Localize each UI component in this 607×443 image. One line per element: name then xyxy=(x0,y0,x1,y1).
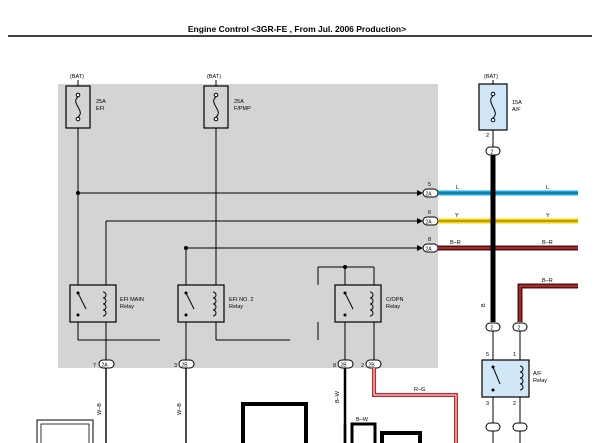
fuse-fpmp-name: F/PMP xyxy=(234,106,251,112)
fuse-af-pin: 2 xyxy=(486,133,489,139)
relay-efi-main: EFI MAIN Relay xyxy=(69,284,144,323)
junction-dots xyxy=(76,191,347,269)
svg-text:W–B: W–B xyxy=(97,403,103,415)
svg-text:B–W: B–W xyxy=(356,417,369,423)
fuse-efi-rating: 25A xyxy=(96,99,106,105)
wire-blue-l: L L xyxy=(438,185,578,196)
svg-text:2: 2 xyxy=(491,150,494,156)
relay-af-suffix: Relay xyxy=(533,378,547,384)
svg-text:8: 8 xyxy=(333,363,336,369)
wire-black-b: 2 B 2 xyxy=(481,130,501,332)
svg-text:R–G: R–G xyxy=(414,387,425,393)
fuse-af: (BAT) 15A A/F 2 xyxy=(478,74,522,139)
svg-text:7: 7 xyxy=(93,363,96,369)
svg-text:8: 8 xyxy=(428,237,431,243)
fuse-af-rating: 15A xyxy=(512,100,522,106)
relay-copn-suffix: Relay xyxy=(386,304,400,310)
relay-efi-main-suffix: Relay xyxy=(120,304,134,310)
svg-text:B: B xyxy=(481,303,487,307)
fuse-efi: (BAT) 25A EFI xyxy=(65,74,106,129)
svg-text:2A: 2A xyxy=(426,247,433,253)
diagram-title: Engine Control <3GR-FE , From Jul. 2006 … xyxy=(188,24,406,34)
relay-af: 5 1 A/F Relay 3 2 xyxy=(481,331,547,443)
connector-2b-pin8: 8 2B B–W xyxy=(333,359,354,443)
svg-text:B–R: B–R xyxy=(450,240,461,246)
svg-text:6: 6 xyxy=(428,210,431,216)
connector-2a-pin7: 7 2A W–B xyxy=(93,359,115,443)
component-outline-lower xyxy=(241,402,308,443)
svg-text:5: 5 xyxy=(428,182,431,188)
relay-copn: C/OPN Relay xyxy=(334,284,403,323)
svg-text:W–B: W–B xyxy=(177,403,183,415)
component-lower-left xyxy=(36,419,94,443)
fuse-fpmp-supply: (BAT) xyxy=(207,74,221,80)
relay-efi-no2: EFI NO. 2 Relay xyxy=(177,284,253,323)
junction-block-panel xyxy=(58,84,438,368)
wire-black-red-2: B–R 2 xyxy=(512,278,578,332)
relay-af-name: A/F xyxy=(533,371,542,377)
fuse-efi-supply: (BAT) xyxy=(70,74,84,80)
relay-efi-no2-suffix: Relay xyxy=(229,304,243,310)
wire-black-red: B–R B–R xyxy=(438,240,578,251)
svg-text:1: 1 xyxy=(513,352,516,358)
wire-red-green: R–G xyxy=(372,368,458,443)
svg-text:2B: 2B xyxy=(182,363,189,369)
panel-wiring xyxy=(77,128,420,360)
svg-text:B–W: B–W xyxy=(335,390,341,403)
svg-text:Y: Y xyxy=(546,213,550,219)
connector-2b-pin3: 3 2B W–B xyxy=(174,359,195,443)
connector-2a-pin5: 5 2A xyxy=(417,182,439,198)
svg-text:5: 5 xyxy=(486,352,489,358)
connector-2a-pin6: 6 2A xyxy=(417,210,439,226)
svg-text:2A: 2A xyxy=(102,363,109,369)
svg-text:L: L xyxy=(546,185,549,191)
svg-text:3: 3 xyxy=(174,363,177,369)
relay-efi-no2-name: EFI NO. 2 xyxy=(229,297,253,303)
fuse-efi-name: EFI xyxy=(96,106,105,112)
fuse-af-supply: (BAT) xyxy=(484,74,498,80)
svg-text:2A: 2A xyxy=(426,192,433,198)
svg-text:2A: 2A xyxy=(426,220,433,226)
fuse-fpmp: (BAT) 25A F/PMP xyxy=(203,74,251,129)
svg-text:Y: Y xyxy=(455,213,459,219)
connector-2a-pin8: 8 2A xyxy=(417,237,439,253)
svg-text:2: 2 xyxy=(513,401,516,407)
svg-text:2B: 2B xyxy=(369,363,376,369)
wire-yellow-y: Y Y xyxy=(438,213,578,224)
wire-b-w-lower: B–W xyxy=(343,417,422,443)
relay-copn-name: C/OPN xyxy=(386,297,403,303)
svg-text:2B: 2B xyxy=(341,363,348,369)
svg-text:2: 2 xyxy=(518,326,521,332)
svg-text:3: 3 xyxy=(486,401,489,407)
fuse-af-name: A/F xyxy=(512,107,521,113)
svg-text:2: 2 xyxy=(361,363,364,369)
svg-text:B–R: B–R xyxy=(542,278,553,284)
fuse-fpmp-rating: 25A xyxy=(234,99,244,105)
svg-text:2: 2 xyxy=(491,326,494,332)
svg-text:L: L xyxy=(456,185,459,191)
relay-efi-main-name: EFI MAIN xyxy=(120,297,144,303)
svg-text:B–R: B–R xyxy=(542,240,553,246)
connector-2b-pin2: 2 2B xyxy=(361,359,382,369)
